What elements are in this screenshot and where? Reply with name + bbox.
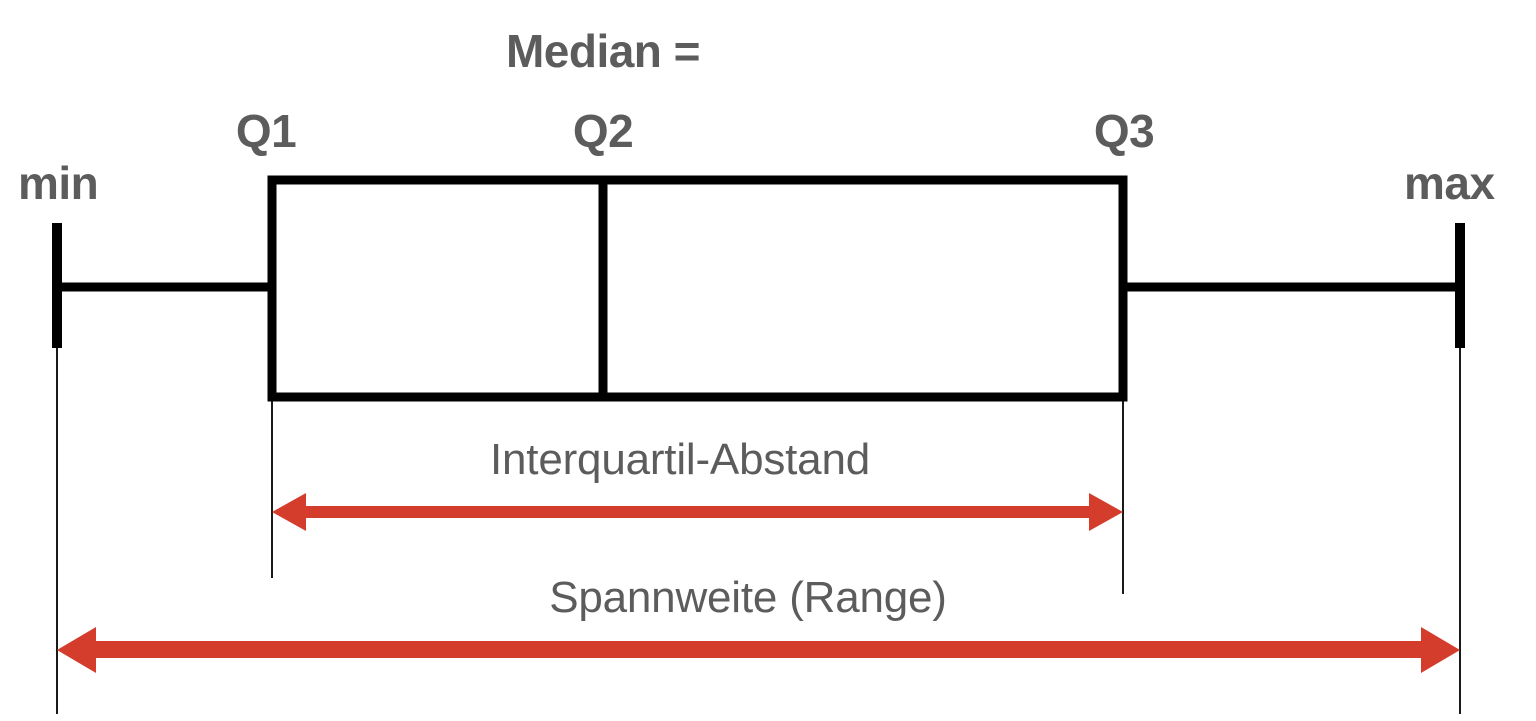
range-arrow xyxy=(57,627,1460,673)
label-range: Spannweite (Range) xyxy=(549,573,947,622)
box-q1-q3 xyxy=(267,175,1128,402)
label-median-prefix: Median = xyxy=(505,25,701,77)
label-q3: Q3 xyxy=(1093,105,1155,157)
label-interquartile-range: Interquartil-Abstand xyxy=(490,435,870,484)
iqr-arrow-shaft xyxy=(300,506,1095,518)
guide-lines xyxy=(55,348,1462,714)
iqr-arrow xyxy=(272,493,1123,531)
whisker-caps xyxy=(52,223,1465,348)
range-arrow-head-left xyxy=(57,627,96,673)
label-q2: Q2 xyxy=(572,105,634,157)
label-max: max xyxy=(1404,157,1495,209)
label-q1: Q1 xyxy=(235,105,297,157)
range-arrow-head-right xyxy=(1421,627,1460,673)
label-min: min xyxy=(18,157,99,209)
iqr-arrow-head-right xyxy=(1089,493,1123,531)
range-arrow-shaft xyxy=(88,641,1432,658)
iqr-arrow-head-left xyxy=(272,493,306,531)
